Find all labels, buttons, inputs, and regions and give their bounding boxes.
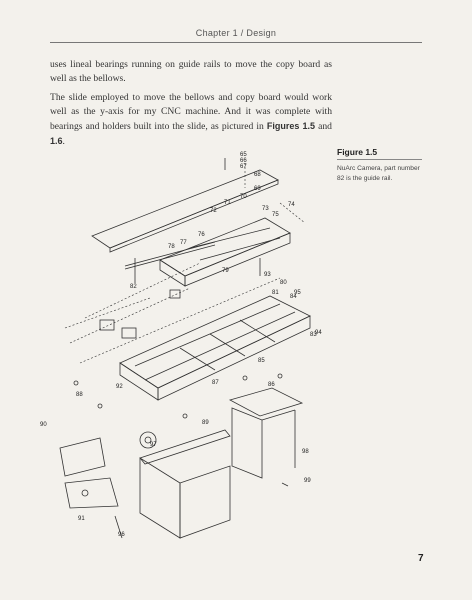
- part-label: 96: [118, 532, 125, 538]
- paragraph-1-text: uses lineal bearings running on guide ra…: [50, 59, 332, 84]
- part-label: 66: [240, 158, 247, 164]
- part-label: 87: [212, 380, 219, 386]
- part-label: 72: [210, 208, 217, 214]
- part-label: 83: [310, 332, 317, 338]
- part-label: 89: [202, 420, 209, 426]
- part-label: 80: [280, 280, 287, 286]
- running-head: Chapter 1 / Design: [195, 28, 277, 38]
- part-label: 94: [315, 330, 322, 336]
- bracket-plate: [59, 437, 106, 477]
- part-label: 71: [224, 200, 231, 206]
- part-label: 86: [268, 382, 275, 388]
- part-label: 93: [264, 272, 271, 278]
- bearing-block-2: [121, 327, 137, 339]
- stand-leg-2: [231, 407, 263, 479]
- page-number: 7: [418, 553, 424, 564]
- part-callouts: 65 66 67 68 69 70 71 72 73 74 75 76 77 7…: [40, 152, 322, 538]
- part-label: 67: [240, 164, 247, 170]
- handwheel: [139, 431, 157, 449]
- bearing-block-1: [99, 319, 115, 331]
- part-label: 74: [288, 202, 295, 208]
- part-label: 92: [116, 384, 123, 390]
- part-label: 82: [130, 284, 137, 290]
- paragraph-2-text: The slide employed to move the bellows a…: [50, 92, 332, 132]
- part-label: 88: [76, 392, 83, 398]
- part-label: 79: [222, 268, 229, 274]
- part-label: 90: [40, 422, 47, 428]
- part-label: 75: [272, 212, 279, 218]
- part-label: 85: [258, 358, 265, 364]
- guide-rail: [124, 241, 216, 267]
- copy-board: [91, 169, 279, 249]
- figure-ref-end: .: [62, 136, 65, 147]
- part-label: 78: [168, 244, 175, 250]
- part-label: 84: [290, 294, 297, 300]
- figure-caption-title: Figure 1.5: [337, 147, 378, 157]
- part-label: 65: [240, 152, 247, 158]
- part-label: 95: [294, 290, 301, 296]
- part-label: 70: [240, 194, 247, 200]
- stand-leg-1: [139, 457, 181, 539]
- figure-ref-2[interactable]: 1.6: [50, 136, 63, 146]
- part-label: 98: [302, 449, 309, 455]
- paragraph-2: The slide employed to move the bellows a…: [50, 91, 332, 149]
- part-label: 77: [180, 240, 187, 246]
- part-label: 68: [254, 172, 261, 178]
- header-rule: [50, 42, 422, 43]
- part-label: 69: [254, 186, 261, 192]
- part-label: 73: [262, 206, 269, 212]
- exploded-parts-diagram: 65 66 67 68 69 70 71 72 73 74 75 76 77 7…: [40, 152, 322, 539]
- caption-rule: [337, 159, 422, 160]
- stand-top: [228, 387, 304, 417]
- figure-caption-text: NuArc Camera, part number 82 is the guid…: [337, 165, 420, 182]
- figure-ref-1[interactable]: Figures 1.5: [266, 121, 316, 131]
- paragraph-1: uses lineal bearings running on guide ra…: [50, 58, 332, 86]
- part-label: 76: [198, 232, 205, 238]
- part-label: 91: [78, 516, 85, 522]
- part-label: 81: [272, 290, 279, 296]
- part-label: 99: [304, 478, 311, 484]
- part-label: 97: [150, 442, 157, 448]
- figure-ref-joiner: and: [315, 121, 332, 132]
